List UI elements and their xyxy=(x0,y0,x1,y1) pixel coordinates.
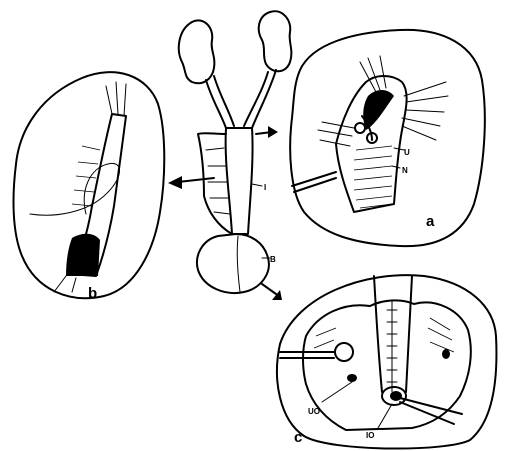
label-uo: UO xyxy=(308,407,320,416)
label-leader-n xyxy=(392,166,400,168)
panel-c-stitches xyxy=(387,300,397,392)
panel-c-intestine-left xyxy=(374,276,382,392)
label-b: B xyxy=(270,255,276,264)
panel-b-label: b xyxy=(88,285,97,302)
panel-c-intestinal-orifice xyxy=(390,391,402,401)
panel-c-label: c xyxy=(294,429,302,446)
left-ureter xyxy=(206,80,226,128)
label-leader-i xyxy=(252,184,262,186)
central-anatomy xyxy=(179,11,292,293)
label-leader-io xyxy=(378,404,392,428)
panel-a-catheter xyxy=(292,172,336,186)
right-kidney xyxy=(259,11,292,71)
panel-a-label: a xyxy=(426,213,435,230)
arrow-to-a xyxy=(256,126,278,138)
bladder xyxy=(197,234,269,293)
panel-c: UO IO c xyxy=(277,275,496,448)
label-i: I xyxy=(264,183,266,192)
label-io: IO xyxy=(366,431,374,440)
label-u: U xyxy=(404,148,410,157)
label-leader-uo xyxy=(322,382,352,402)
panel-b-suture-loop xyxy=(30,163,120,215)
panel-a-ureter-orifice-2 xyxy=(355,123,365,133)
panel-a-outline xyxy=(290,30,485,246)
panel-c-right-orifice xyxy=(442,349,450,359)
right-ureter-inner xyxy=(252,70,276,128)
panel-c-intestine-right xyxy=(406,276,412,392)
bladder-seam xyxy=(237,236,240,292)
panel-b: b xyxy=(14,72,165,302)
panel-b-closed-end xyxy=(66,234,100,276)
panel-a-catheter-edge xyxy=(294,178,336,192)
panel-b-hatching xyxy=(72,146,100,206)
label-n: N xyxy=(402,166,408,175)
arrow-to-b xyxy=(168,176,214,189)
left-kidney xyxy=(179,20,215,83)
panel-c-hatching xyxy=(314,318,454,352)
panel-a: U N a xyxy=(290,30,485,246)
panel-c-ureteral-orifice xyxy=(347,374,357,382)
intestine-hatching xyxy=(354,146,392,208)
left-ureter-inner xyxy=(214,76,234,126)
arrow-to-c xyxy=(262,284,282,300)
panel-c-ureter-ring xyxy=(335,343,353,361)
intestinal-segment xyxy=(226,128,253,234)
